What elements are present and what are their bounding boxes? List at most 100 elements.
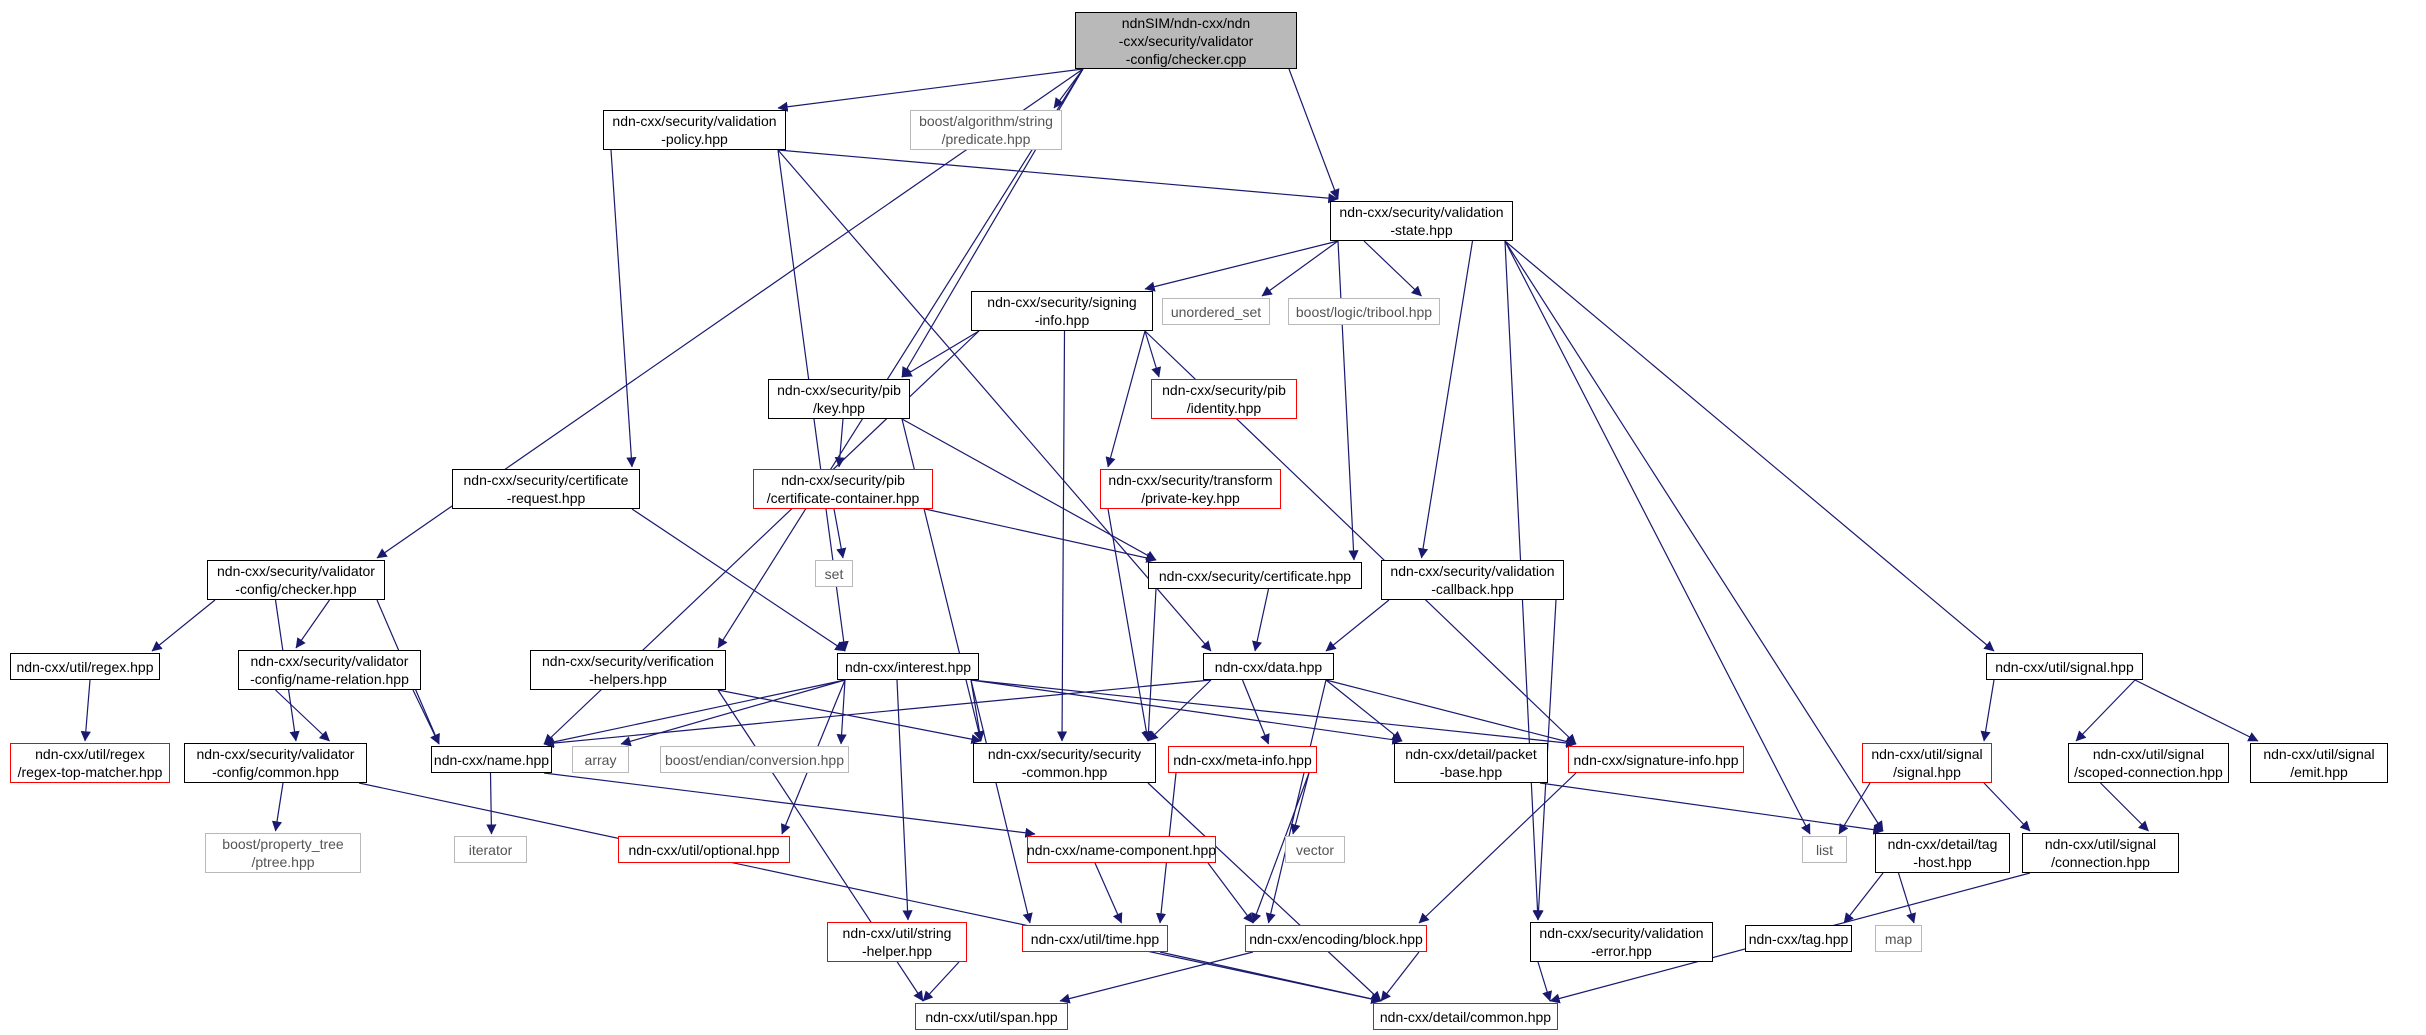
graph-node-pib-identity[interactable]: ndn-cxx/security/pib /identity.hpp [1151,379,1297,419]
graph-node-validation-error[interactable]: ndn-cxx/security/validation -error.hpp [1530,922,1713,962]
graph-node-validation-state[interactable]: ndn-cxx/security/validation -state.hpp [1330,201,1513,241]
include-edge-pib-certificate-container--set [833,508,847,559]
include-edge-data--meta-info [1241,679,1270,745]
include-edge-signal-signal--signal-connection [1983,782,2031,832]
include-edge-validator-config-checker--validator-config-name-relation [295,599,330,649]
include-edge-checker-cpp--verification-helpers [717,68,1084,649]
include-edge-certificate-request--interest [631,508,846,652]
graph-node-meta-info[interactable]: ndn-cxx/meta-info.hpp [1168,746,1317,773]
graph-node-signal-scoped-connection[interactable]: ndn-cxx/util/signal /scoped-connection.h… [2068,743,2229,783]
graph-node-encoding-block[interactable]: ndn-cxx/encoding/block.hpp [1245,925,1427,952]
include-edge-signing-info--security-common [1056,330,1068,742]
graph-node-checker-cpp: ndnSIM/ndn-cxx/ndn -cxx/security/validat… [1075,12,1297,69]
graph-node-pib-certificate-container[interactable]: ndn-cxx/security/pib /certificate-contai… [753,469,933,509]
graph-node-pib-key[interactable]: ndn-cxx/security/pib /key.hpp [768,379,910,419]
graph-node-validation-callback[interactable]: ndn-cxx/security/validation -callback.hp… [1381,560,1564,600]
include-edge-security-common--detail-common [1147,782,1382,1002]
include-edge-validator-config-checker--util-regex [151,599,216,652]
include-edge-validator-config-name-relation--name [412,689,440,745]
include-edge-detail-packet-base--detail-tag-host [1539,782,1884,835]
include-edge-name-component--util-time [1094,862,1123,924]
include-edge-interest--security-common [970,679,985,742]
include-edge-validation-state--unordered-set [1261,240,1339,297]
include-edge-validation-state--security-certificate [1337,240,1359,561]
include-edge-name-component--encoding-block [1207,862,1254,924]
include-edge-validator-config-name-relation--validator-config-common [275,689,330,742]
include-edge-name--name-component [543,772,1036,838]
graph-node-unordered-set: unordered_set [1162,298,1270,325]
graph-node-detail-common[interactable]: ndn-cxx/detail/common.hpp [1373,1003,1558,1030]
include-edge-data--encoding-block [1265,679,1327,924]
include-edge-validation-state--boost-tribool [1363,240,1422,297]
include-edge-signal-scoped-connection--signal-connection [2100,782,2149,832]
graph-node-util-optional[interactable]: ndn-cxx/util/optional.hpp [618,836,790,863]
include-edge-validation-state--util-signal [1504,240,1995,652]
graph-node-signal-signal[interactable]: ndn-cxx/util/signal /signal.hpp [1862,743,1992,783]
include-edge-encoding-block--detail-common [1380,951,1420,1002]
include-edge-validation-policy--validation-state [777,149,1339,204]
graph-node-interest[interactable]: ndn-cxx/interest.hpp [837,653,979,680]
graph-node-signature-info[interactable]: ndn-cxx/signature-info.hpp [1568,746,1744,773]
include-edge-validation-callback--data [1325,599,1390,652]
graph-node-validator-config-name-relation[interactable]: ndn-cxx/security/validator -config/name-… [238,650,421,690]
graph-node-detail-packet-base[interactable]: ndn-cxx/detail/packet -base.hpp [1394,743,1548,783]
include-edge-interest--boost-endian-conversion [836,679,847,745]
graph-node-transform-private-key[interactable]: ndn-cxx/security/transform /private-key.… [1100,469,1281,509]
graph-node-name[interactable]: ndn-cxx/name.hpp [431,746,552,773]
include-edge-interest--util-time [970,679,1033,924]
include-edge-validation-state--validation-callback [1418,240,1474,559]
include-edge-signal-signal--list [1838,782,1871,835]
include-edge-data--detail-packet-base [1325,679,1403,742]
include-edge-security-certificate--data [1252,588,1270,652]
graph-node-detail-tag-host[interactable]: ndn-cxx/detail/tag -host.hpp [1875,833,2010,873]
graph-node-validator-config-common[interactable]: ndn-cxx/security/validator -config/commo… [184,743,367,783]
include-edge-signature-info--encoding-block [1418,772,1577,924]
graph-node-util-signal[interactable]: ndn-cxx/util/signal.hpp [1986,653,2143,680]
include-edge-interest--detail-packet-base [970,679,1403,745]
graph-node-verification-helpers[interactable]: ndn-cxx/security/verification -helpers.h… [530,650,726,690]
include-edge-util-string-helper--util-span [922,961,960,1002]
graph-node-set: set [815,560,853,587]
include-edge-data--security-common [1147,679,1212,742]
include-edge-verification-helpers--security-common [717,689,982,745]
graph-node-util-time[interactable]: ndn-cxx/util/time.hpp [1022,925,1168,952]
include-edge-interest--util-string-helper [896,679,913,921]
include-edge-util-time--detail-common [1159,951,1382,1004]
include-edge-detail-tag-host--map [1897,872,1917,924]
include-edge-util-regex--regex-top-matcher [80,679,91,742]
include-edge-interest--signature-info [970,679,1577,749]
graph-node-tag[interactable]: ndn-cxx/tag.hpp [1745,925,1852,952]
graph-node-regex-top-matcher[interactable]: ndn-cxx/util/regex /regex-top-matcher.hp… [10,743,170,783]
include-edge-security-certificate--security-common [1143,588,1157,742]
include-edge-validator-config-common--detail-common [358,782,1382,1004]
include-edge-util-signal--signal-scoped-connection [2075,679,2136,742]
graph-node-security-certificate[interactable]: ndn-cxx/security/certificate.hpp [1148,562,1362,589]
graph-node-data[interactable]: ndn-cxx/data.hpp [1203,653,1334,680]
include-edge-validation-state--detail-tag-host [1504,240,1884,832]
include-edge-validator-config-common--boost-ptree [271,782,284,832]
include-edge-validation-policy--certificate-request [610,149,637,468]
include-edge-signing-info--pib-key [901,330,980,378]
include-edge-util-signal--signal-signal [1980,679,1995,742]
graph-node-security-common[interactable]: ndn-cxx/security/security -common.hpp [973,743,1156,783]
include-edge-encoding-block--util-span [1059,951,1254,1004]
graph-node-certificate-request[interactable]: ndn-cxx/security/certificate -request.hp… [452,469,640,509]
include-edge-util-signal--signal-emit [2134,679,2259,742]
graph-node-validator-config-checker[interactable]: ndn-cxx/security/validator -config/check… [207,560,385,600]
graph-node-signing-info[interactable]: ndn-cxx/security/signing -info.hpp [971,291,1153,331]
graph-node-name-component[interactable]: ndn-cxx/name-component.hpp [1027,836,1216,863]
include-edge-validation-error--detail-common [1537,961,1553,1002]
graph-node-signal-connection[interactable]: ndn-cxx/util/signal /connection.hpp [2022,833,2179,873]
graph-node-map: map [1875,925,1922,952]
graph-node-boost-tribool: boost/logic/tribool.hpp [1288,298,1440,325]
graph-node-validation-policy[interactable]: ndn-cxx/security/validation -policy.hpp [603,110,786,150]
include-edge-name--iterator [486,772,497,835]
graph-node-util-string-helper[interactable]: ndn-cxx/util/string -helper.hpp [827,922,967,962]
graph-node-signal-emit[interactable]: ndn-cxx/util/signal /emit.hpp [2250,743,2388,783]
graph-node-boost-endian-conversion: boost/endian/conversion.hpp [660,746,849,773]
graph-node-util-regex[interactable]: ndn-cxx/util/regex.hpp [10,653,160,680]
graph-node-util-span[interactable]: ndn-cxx/util/span.hpp [915,1003,1068,1030]
include-edge-checker-cpp--validation-policy [777,68,1084,112]
graph-node-boost-ptree: boost/property_tree /ptree.hpp [205,833,361,873]
